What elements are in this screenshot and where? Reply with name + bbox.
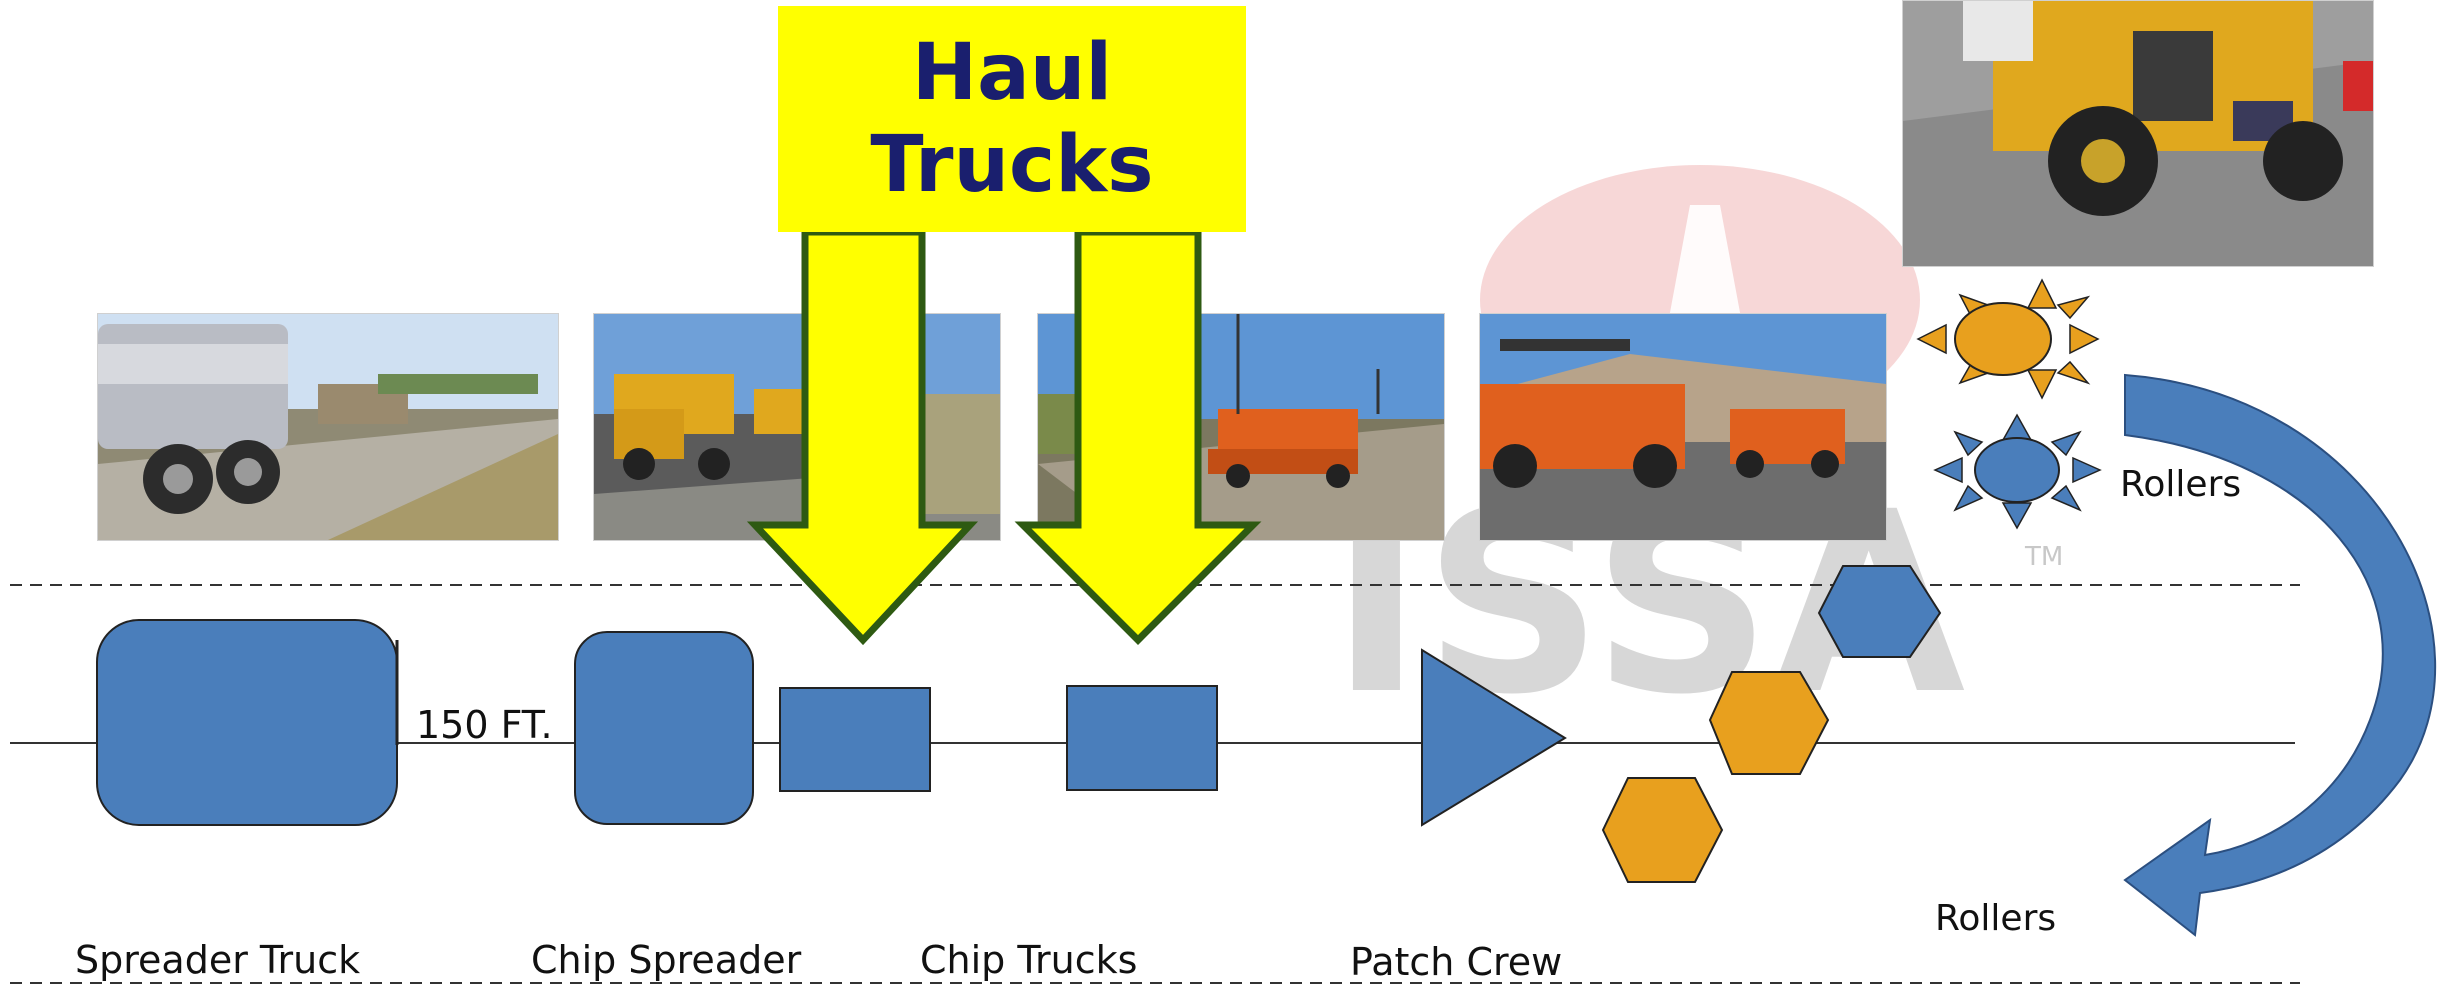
distance-label: 150 FT. xyxy=(416,703,553,747)
haul-trucks-box: Haul Trucks xyxy=(778,6,1246,232)
haul-trucks-line1: Haul xyxy=(911,28,1113,118)
roller-closeup-photo xyxy=(1902,0,2374,267)
rollers-top-label: Rollers xyxy=(2120,464,2242,505)
rollers-bottom-label: Rollers xyxy=(1935,898,2057,939)
roller-shape-orange-2 xyxy=(1601,777,1724,883)
roller-shape-orange-1 xyxy=(1708,671,1830,775)
chip-spreader-label: Chip Spreader xyxy=(531,938,802,982)
return-curve-arrow xyxy=(2123,373,2437,937)
chip-truck-photo xyxy=(593,313,1001,541)
spreader-truck-shape xyxy=(96,619,398,826)
chip-trucks-label: Chip Trucks xyxy=(920,938,1138,982)
chip-spreader-shape xyxy=(574,631,754,825)
patch-crew-shape xyxy=(1421,648,1567,827)
watermark-tm: TM xyxy=(2024,542,2063,572)
chip-spreader-photo xyxy=(1037,313,1445,541)
rollers-photo xyxy=(1479,313,1887,541)
haul-trucks-line2: Trucks xyxy=(870,120,1154,210)
sun-icon-orange xyxy=(1916,278,2100,400)
sun-icon-blue xyxy=(1933,413,2102,530)
spreader-truck-photo xyxy=(97,313,559,541)
chip-truck-shape-1 xyxy=(779,687,931,792)
roller-shape-blue xyxy=(1817,565,1942,658)
chip-truck-shape-2 xyxy=(1066,685,1218,791)
patch-crew-label: Patch Crew xyxy=(1350,940,1563,984)
spreader-truck-label: Spreader Truck xyxy=(75,938,361,982)
